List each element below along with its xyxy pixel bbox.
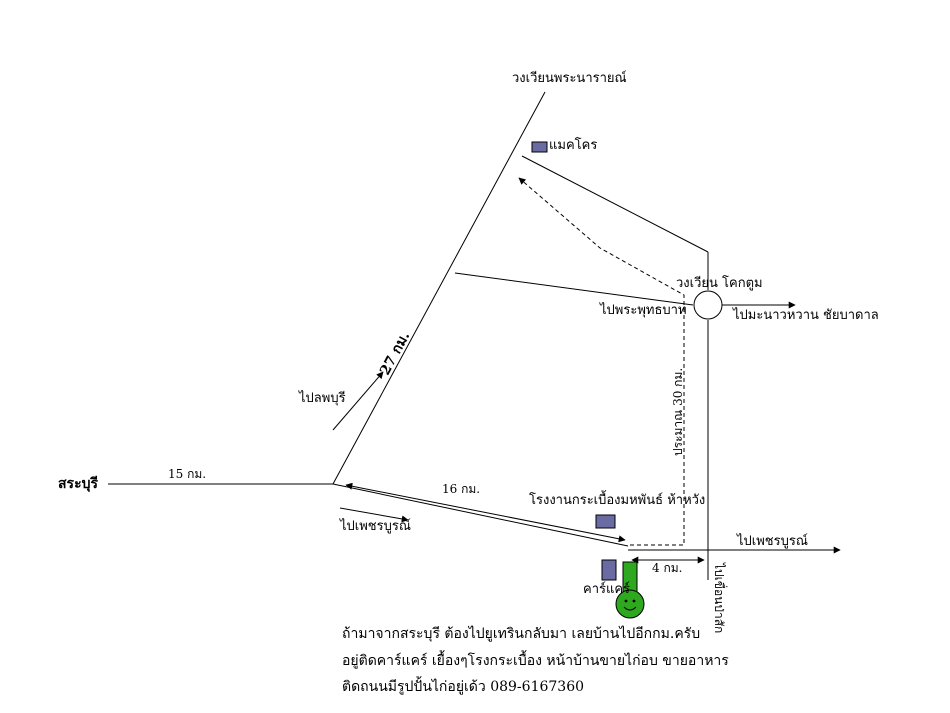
label-makro: แมคโคร xyxy=(549,138,598,153)
arrow-to-lopburi xyxy=(332,371,384,431)
note-line-3: ติดถนนมีรูปปั้นไก่อยู่เด้ว 089-6167360 xyxy=(342,679,585,695)
arrow-to-phetchabun-left xyxy=(339,507,409,523)
road-to-phranarai xyxy=(332,91,546,485)
dashed-route xyxy=(518,177,685,546)
landmark-box-icon xyxy=(601,559,617,581)
label-car-care: คาร์แคร์ xyxy=(583,582,631,597)
label-saraburi: สระบุรี xyxy=(58,476,98,492)
label-to-lopburi: ไปลพบุรี xyxy=(299,391,346,406)
road-to-factory-b xyxy=(345,482,626,543)
landmark-box-icon xyxy=(595,514,616,529)
label-distance-16: 16 กม. xyxy=(442,482,481,496)
label-to-manao-chaibadan: ไปมะนาวหวาน ชัยบาดาล xyxy=(733,308,879,323)
label-factory: โรงงานกระเบื้องมหพันธ์ ห้าหวัง xyxy=(529,493,706,508)
label-north-roundabout: วงเวียนพระนารายณ์ xyxy=(512,71,627,86)
road-phraphutthabat xyxy=(454,272,694,306)
label-to-dam: ไปเขื่อนป่าสัก xyxy=(712,563,726,634)
label-to-phetchabun-left: ไปเพชรบูรณ์ xyxy=(340,519,411,534)
chicken-statue-icon xyxy=(615,561,645,619)
label-distance-4: 4 กม. xyxy=(652,561,683,575)
note-line-2: อยู่ติดคาร์แคร์ เยื้องๆโรงกระเบื้อง หน้า… xyxy=(342,653,729,669)
label-to-phetchabun-right: ไปเพชรบูรณ์ xyxy=(737,534,808,549)
road-makro-kokthum xyxy=(521,155,709,253)
roundabout-circle-icon xyxy=(693,290,723,320)
label-to-phraphutthabat: ไปพระพุทธบาท xyxy=(600,303,687,318)
label-roundabout-kokthum: วงเวียน โคกตูม xyxy=(676,276,763,291)
landmark-box-icon xyxy=(531,141,548,153)
label-distance-15: 15 กม. xyxy=(168,467,207,481)
note-line-1: ถ้ามาจากสระบุรี ต้องไปยูเทรินกลับมา เลยบ… xyxy=(342,626,701,642)
label-distance-approx-30: ประมาณ 30 กม. xyxy=(671,367,685,456)
